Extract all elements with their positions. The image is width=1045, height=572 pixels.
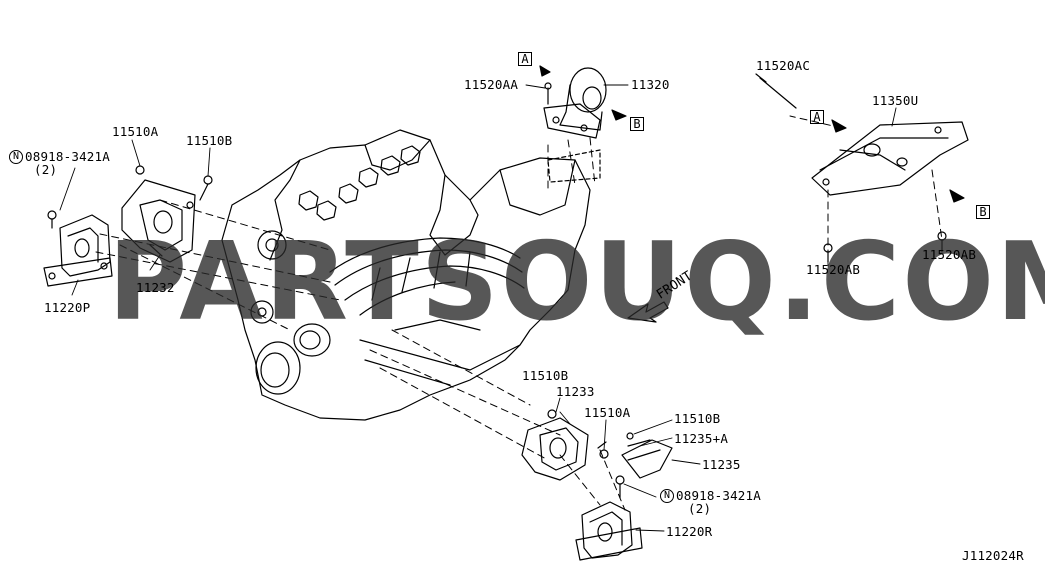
bracket-11233-drawing — [521, 409, 609, 481]
label-11510b-left: 11510B — [186, 133, 233, 148]
nut-marker-left: N — [9, 150, 23, 164]
label-11220p: 11220P — [44, 300, 91, 315]
mount-11220r-drawing — [575, 475, 643, 561]
label-08918-right: 08918-3421A — [676, 488, 761, 503]
marker-a-top: A — [518, 52, 532, 66]
label-11520aa: 11520AA — [464, 77, 519, 92]
label-11235: 11235 — [702, 457, 741, 472]
label-11510a-left: 11510A — [112, 124, 159, 139]
dashed-alignment-lines — [95, 115, 943, 511]
diagram-id: J112024R — [962, 548, 1024, 563]
label-qty-right: (2) — [688, 501, 712, 516]
label-11520ab-left: 11520AB — [806, 262, 861, 277]
label-11232: 11232 — [136, 280, 175, 295]
nut-marker-right: N — [660, 489, 674, 503]
mount-11320-drawing — [539, 65, 627, 183]
label-11510b-lower: 11510B — [522, 368, 569, 383]
mount-11220p-drawing — [43, 210, 113, 287]
label-11235a: 11235+A — [674, 431, 729, 446]
marker-a-right: A — [810, 110, 824, 124]
marker-b-top: B — [630, 117, 644, 131]
label-11350u: 11350U — [872, 93, 919, 108]
heat-shield-11235-drawing — [621, 432, 673, 479]
crossmember-11350u-drawing — [755, 73, 969, 263]
label-11320: 11320 — [631, 77, 670, 92]
label-qty-left: (2) — [34, 162, 58, 177]
label-11520ac: 11520AC — [756, 58, 811, 73]
label-11233: 11233 — [556, 384, 595, 399]
engine-block-drawing — [221, 129, 591, 421]
partsouq-watermark: PARTSOUQ.COM — [108, 220, 1045, 345]
marker-b-right: B — [976, 205, 990, 219]
front-arrow-shape — [627, 301, 669, 323]
bracket-11232-drawing — [121, 165, 213, 263]
label-08918-left: 08918-3421A — [25, 149, 110, 164]
label-11510a-lower: 11510A — [584, 405, 631, 420]
label-11220r: 11220R — [666, 524, 713, 539]
leader-lines — [59, 84, 943, 532]
label-11520ab-right: 11520AB — [922, 247, 977, 262]
label-11510b-right: 11510B — [674, 411, 721, 426]
